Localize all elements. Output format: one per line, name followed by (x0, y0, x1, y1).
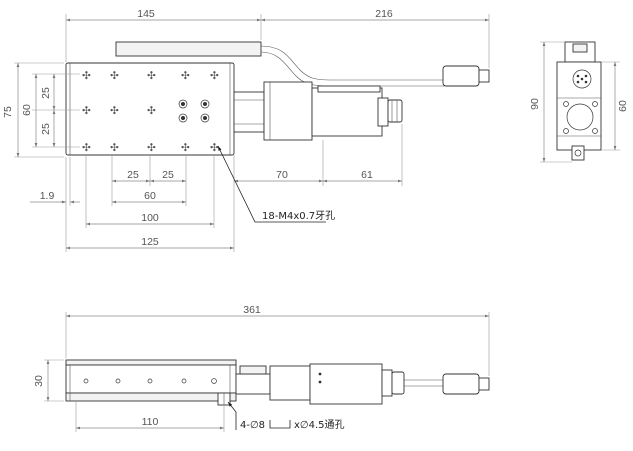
top-view: ✣ ✣ ✣ ✣ ✣ ✣ ✣ ✣ ✣ ✣ ✣ ✣ ✣ (2, 8, 490, 252)
motor-knob (387, 99, 403, 123)
front-top-plate (65, 359, 237, 366)
dim-70: 70 (276, 169, 288, 181)
dim-361: 361 (243, 304, 261, 316)
svg-text:✣: ✣ (210, 142, 219, 154)
coupling (263, 81, 313, 141)
counterbore-depth-symbol (269, 420, 291, 429)
dim-110: 110 (142, 416, 159, 428)
dim-60-bottom: 60 (144, 190, 156, 202)
dim-25-bottom-left: 25 (127, 169, 139, 181)
tapped-holes-callout: 18-M4x0.7牙孔 (262, 210, 335, 222)
side-motor-circle (566, 103, 594, 131)
svg-text:✣: ✣ (210, 70, 219, 82)
front-base-plate (235, 373, 271, 395)
front-side-holes (83, 378, 217, 384)
dim-216: 216 (375, 8, 393, 20)
svg-text:✣: ✣ (147, 70, 156, 82)
through-holes-callout-suffix: x∅4.5通孔 (294, 419, 345, 431)
dim-125: 125 (141, 236, 159, 248)
cable-connector (442, 65, 480, 87)
dim-25-left-lower: 25 (40, 123, 52, 135)
counterbored-holes (178, 99, 210, 123)
svg-text:✣: ✣ (147, 105, 156, 117)
dim-90: 90 (529, 98, 541, 110)
dim-30: 30 (33, 375, 45, 387)
svg-text:✣: ✣ (110, 105, 119, 117)
dim-75: 75 (2, 106, 14, 118)
sensor-cable (260, 45, 445, 81)
front-view: 361 30 110 4-∅8 x∅4.5通孔 (33, 304, 490, 432)
dim-145: 145 (137, 8, 155, 20)
dim-25-bottom-right: 25 (162, 169, 174, 181)
dim-60-side: 60 (617, 100, 629, 112)
svg-text:✣: ✣ (181, 142, 190, 154)
dim-1-9: 1.9 (40, 190, 55, 202)
dim-60-left: 60 (21, 104, 33, 116)
tapped-holes: ✣ ✣ ✣ ✣ ✣ ✣ ✣ ✣ ✣ ✣ ✣ ✣ ✣ (82, 70, 219, 154)
front-motor (309, 363, 383, 405)
svg-text:✣: ✣ (181, 70, 190, 82)
through-holes-leader (227, 401, 237, 430)
dim-100: 100 (141, 212, 159, 224)
stepper-motor (311, 87, 383, 137)
svg-text:✣: ✣ (147, 142, 156, 154)
svg-text:✣: ✣ (82, 105, 91, 117)
base-rail (233, 91, 265, 133)
dim-25-left-upper: 25 (40, 87, 52, 99)
svg-text:✣: ✣ (110, 70, 119, 82)
svg-text:✣: ✣ (110, 142, 119, 154)
tapped-holes-leader (217, 145, 326, 223)
front-cable-connector (442, 373, 480, 395)
side-view: 90 60 (529, 41, 629, 163)
sensor-cable-bar (115, 41, 262, 57)
svg-text:✣: ✣ (82, 70, 91, 82)
svg-text:✣: ✣ (82, 142, 91, 154)
front-motor-knob (391, 371, 405, 395)
dim-61: 61 (361, 169, 373, 181)
through-holes-callout-prefix: 4-∅8 (240, 420, 265, 431)
